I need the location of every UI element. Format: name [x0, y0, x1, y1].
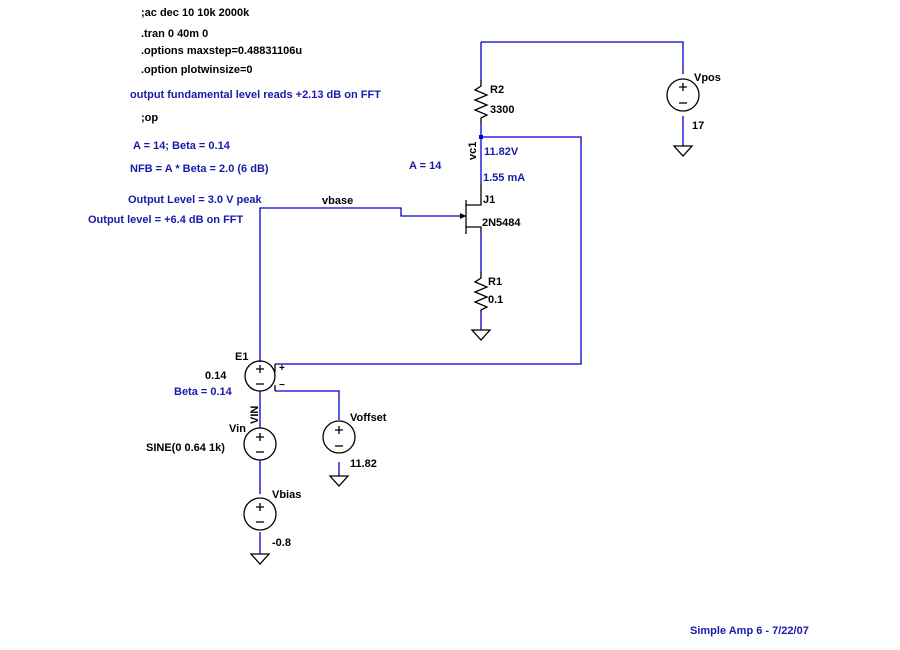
label-j1-current: 1.55 mA: [483, 172, 525, 184]
wire-top: [481, 41, 684, 74]
directive-option-plotwinsize: .option plotwinsize=0: [141, 64, 253, 76]
j1-jfet: [458, 184, 482, 234]
vin-name: Vin: [229, 423, 246, 435]
vpos-value: 17: [692, 120, 704, 132]
comment-nfb: NFB = A * Beta = 2.0 (6 dB): [130, 163, 269, 175]
directive-tran: .tran 0 40m 0: [141, 28, 208, 40]
voffset-value: 11.82: [350, 458, 377, 470]
label-vc1-voltage: 11.82V: [484, 146, 519, 158]
vpos-name: Vpos: [694, 72, 721, 84]
directive-ac: ;ac dec 10 10k 2000k: [141, 7, 250, 19]
r2-resistor: [473, 80, 489, 124]
label-e1-beta: Beta = 0.14: [174, 386, 233, 398]
directive-options: .options maxstep=0.48831106u: [141, 45, 302, 57]
vpos-source: [666, 78, 700, 112]
comment-fft-fundamental: output fundamental level reads +2.13 dB …: [130, 89, 381, 101]
e1-vcvs: [244, 360, 276, 392]
vin-source: [243, 427, 277, 461]
wire-junction-vc1: [479, 135, 483, 139]
e1-pin-plus: +: [279, 363, 285, 374]
e1-value: 0.14: [205, 370, 227, 382]
vbias-name: Vbias: [272, 489, 301, 501]
r1-value: 0.1: [488, 294, 503, 306]
vbias-value: -0.8: [272, 537, 291, 549]
ground-icon-vbias: [249, 553, 271, 565]
wire-vbase: [259, 207, 458, 362]
ground-icon-vpos: [672, 145, 694, 157]
j1-model: 2N5484: [482, 217, 521, 229]
comment-a-beta: A = 14; Beta = 0.14: [133, 140, 231, 152]
e1-pin-minus: −: [279, 380, 285, 391]
footer-title: Simple Amp 6 - 7/22/07: [690, 625, 809, 637]
directive-op: ;op: [141, 112, 158, 124]
net-label-vin: VIN: [249, 406, 261, 424]
wires: [259, 41, 684, 554]
wire-feedback: [275, 136, 582, 365]
comment-a-gain: A = 14: [409, 160, 442, 172]
voffset-name: Voffset: [350, 412, 387, 424]
r1-resistor: [473, 272, 489, 312]
jfet-gate-arrow: [460, 213, 466, 219]
r2-value: 3300: [490, 104, 514, 116]
voffset-source: [322, 420, 356, 454]
r1-name: R1: [488, 276, 502, 288]
vin-value: SINE(0 0.64 1k): [146, 442, 225, 454]
j1-name: J1: [483, 194, 495, 206]
r2-name: R2: [490, 84, 504, 96]
vbias-source: [243, 497, 277, 531]
e1-name: E1: [235, 351, 248, 363]
ground-icon-voffset: [328, 475, 350, 487]
comment-output-level-peak: Output Level = 3.0 V peak: [128, 194, 262, 206]
comment-output-level-fft: Output level = +6.4 dB on FFT: [88, 214, 244, 226]
wire-e1-minus: [275, 390, 340, 420]
net-label-vc1: vc1: [467, 142, 479, 160]
ground-icon-r1: [470, 329, 492, 341]
net-label-vbase: vbase: [322, 195, 353, 207]
